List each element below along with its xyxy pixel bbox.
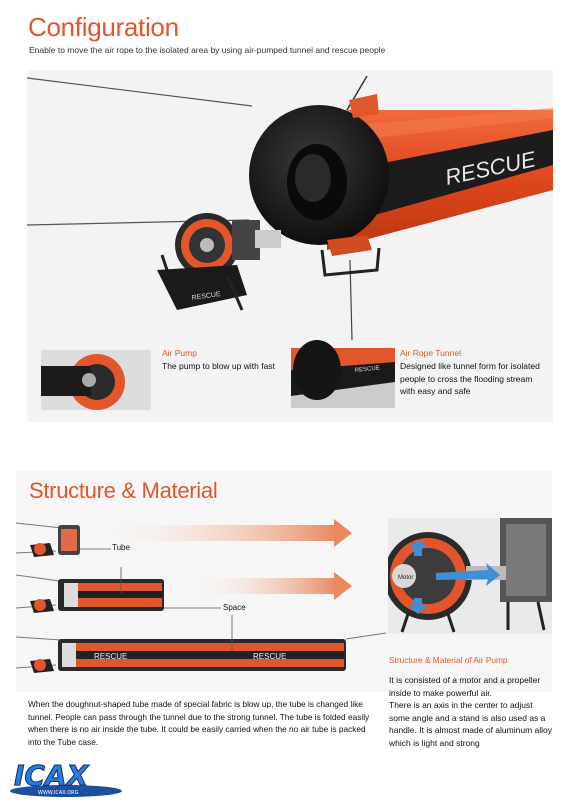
air-pump-caption: Air Pump The pump to blow up with fast — [162, 348, 282, 373]
air-pump-title: Air Pump — [162, 348, 197, 358]
structure-body-text: When the doughnut-shaped tube made of sp… — [28, 698, 388, 748]
pump-detail-line-2: inside to make powerful air. — [389, 687, 492, 698]
tube-label: Tube — [112, 543, 130, 552]
body-line-3: when there is no air inside the tube. It… — [28, 724, 366, 735]
section1-subtitle: Enable to move the air rope to the isola… — [29, 45, 386, 55]
body-line-1: When the doughnut-shaped tube made of sp… — [28, 699, 363, 709]
pump-detail-line-5: handle. It is almost made of aluminum al… — [389, 725, 552, 735]
tube-text-stage-2: RESCUE — [108, 591, 140, 600]
pump-brand-text: RESCUE — [191, 291, 221, 302]
tube-text-stage-3b: RESCUE — [253, 652, 287, 661]
rescue-tunnel-illustration: RESCUE RESCUE — [26, 75, 553, 410]
air-rope-tunnel-closeup: RESCUE — [291, 340, 395, 408]
space-label: Space — [223, 603, 246, 612]
tube-text-stage-3a: RESCUE — [94, 652, 128, 661]
pump-detail-line-3: There is an axis in the center to adjust — [389, 700, 533, 710]
inset-tube-brand: RESCUE — [355, 365, 381, 374]
air-pump-text: The pump to blow up with fast — [162, 361, 275, 371]
pump-detail-title: Structure & Material of Air Pump — [389, 655, 508, 665]
pump-detail-line-6: which is light and strong — [389, 737, 480, 748]
air-rope-tunnel-line-2: people to cross the flooding stream — [400, 373, 533, 384]
air-pump-closeup — [41, 350, 151, 410]
air-rope-tunnel-title: Air Rope Tunnel — [400, 348, 461, 358]
air-rope-tunnel-line-1: Designed like tunnel form for isolated — [400, 361, 540, 371]
motor-label: Motor — [398, 575, 413, 581]
body-line-4: into the Tube case. — [28, 736, 99, 747]
air-rope-tunnel-caption: Air Rope Tunnel Designed like tunnel for… — [400, 348, 550, 398]
icax-logo: ICAX WWW.ICAX.ORG — [8, 755, 126, 799]
tube-stages-diagram — [16, 519, 386, 673]
section2-title: Structure & Material — [29, 478, 218, 503]
pump-detail-line-1: It is consisted of a motor and a propell… — [389, 675, 541, 685]
body-line-2: tunnel. People can pass through the tunn… — [28, 711, 370, 722]
pump-detail-line-4: some angle and a stand is also used as a — [389, 712, 546, 723]
icax-logo-mark: ICAX WWW.ICAX.ORG — [10, 759, 122, 797]
air-pump-drawing: RESCUE — [157, 213, 281, 311]
pump-cross-section: Motor — [388, 518, 552, 634]
configuration-panel: RESCUE RESCUE — [26, 70, 553, 422]
logo-url: WWW.ICAX.ORG — [38, 790, 79, 796]
logo-text: ICAX — [14, 759, 90, 792]
air-rope-tunnel-line-3: with easy and safe — [400, 386, 471, 396]
pump-detail-text: It is consisted of a motor and a propell… — [389, 674, 554, 749]
section1-title: Configuration — [28, 12, 179, 42]
